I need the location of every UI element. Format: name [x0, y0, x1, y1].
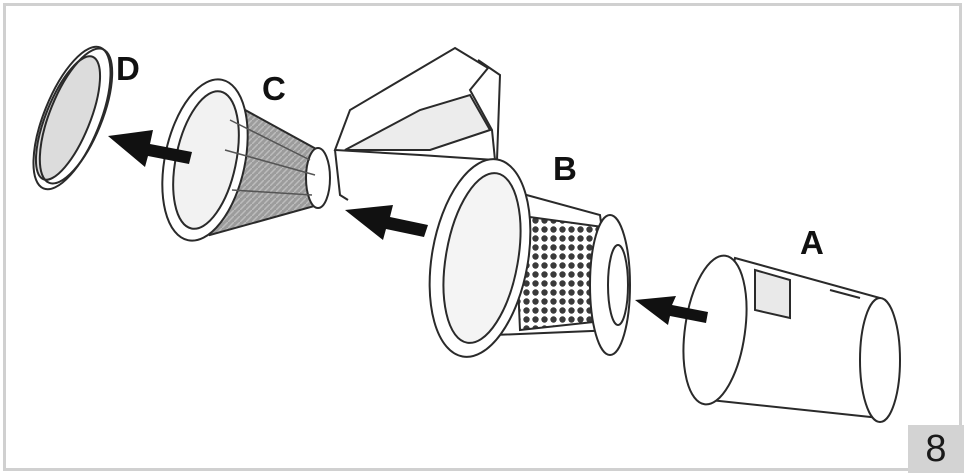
part-b-cyclone-container: [428, 158, 631, 358]
label-a: A: [800, 224, 824, 261]
label-c: C: [262, 70, 286, 107]
arrow-b-to-c: [345, 205, 428, 240]
arrow-a-to-b: [635, 296, 708, 325]
arrow-c-to-d: [108, 130, 192, 167]
label-b: B: [553, 150, 577, 187]
part-b-hinged-cap: [333, 46, 502, 201]
part-a-bin: [682, 254, 901, 423]
part-d-disc: [32, 45, 114, 191]
part-c-cone-filter: [161, 78, 331, 242]
page-number-badge: 8: [908, 425, 964, 473]
label-d: D: [116, 50, 140, 87]
